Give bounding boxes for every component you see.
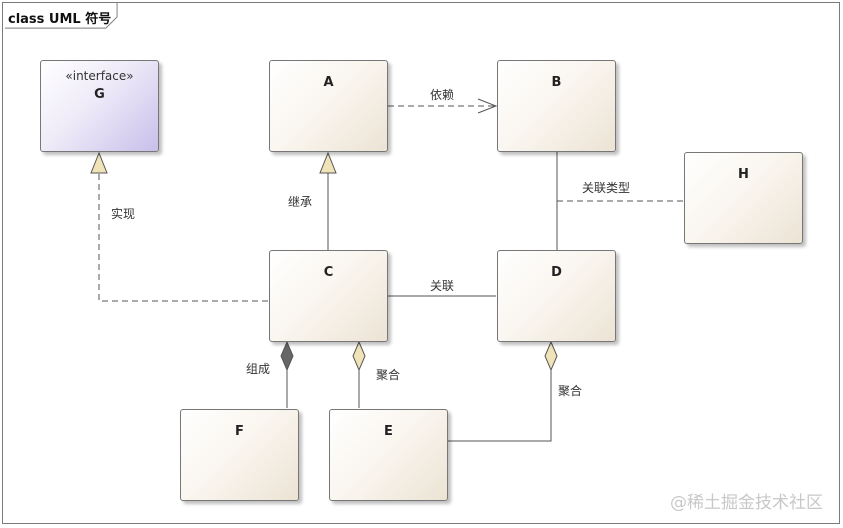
class-a-box[interactable]: A: [269, 60, 388, 152]
aggregation-ce-diamond: [352, 340, 366, 372]
frame-tab: [5, 2, 118, 29]
realization-label: 实现: [111, 207, 136, 221]
class-c-box[interactable]: C: [269, 250, 388, 342]
association-type-label: 关联类型: [582, 181, 631, 195]
class-f-box[interactable]: F: [180, 409, 299, 501]
realization-triangle: [90, 151, 108, 174]
class-d-name: D: [551, 265, 562, 280]
interface-g-box[interactable]: «interface» G: [40, 60, 159, 152]
class-b-name: B: [551, 75, 562, 90]
class-f-name: F: [235, 424, 244, 439]
aggregation-de-line: [448, 370, 552, 442]
association-label: 关联: [430, 279, 455, 293]
class-h-box[interactable]: H: [684, 152, 803, 244]
composition-diamond: [280, 340, 294, 372]
interface-stereotype: «interface»: [65, 69, 134, 83]
class-e-box[interactable]: E: [329, 409, 448, 501]
class-c-name: C: [323, 265, 334, 280]
inheritance-triangle: [319, 151, 337, 174]
dependency-arrowhead: [477, 98, 498, 114]
aggregation-de-label: 聚合: [558, 384, 583, 398]
aggregation-de-diamond: [544, 340, 558, 372]
aggregation-ce-label: 聚合: [376, 368, 401, 382]
diagram-title: class UML 符号: [8, 12, 112, 27]
dependency-label: 依赖: [430, 88, 455, 102]
class-h-name: H: [738, 167, 749, 182]
composition-label: 组成: [246, 362, 271, 376]
watermark: @稀土掘金技术社区: [670, 493, 823, 513]
class-g-name: G: [94, 87, 105, 102]
class-d-box[interactable]: D: [497, 250, 616, 342]
class-a-name: A: [323, 75, 334, 90]
class-e-name: E: [384, 424, 393, 439]
class-b-box[interactable]: B: [497, 60, 616, 152]
realization-line: [98, 173, 268, 302]
inheritance-label: 继承: [288, 195, 313, 209]
